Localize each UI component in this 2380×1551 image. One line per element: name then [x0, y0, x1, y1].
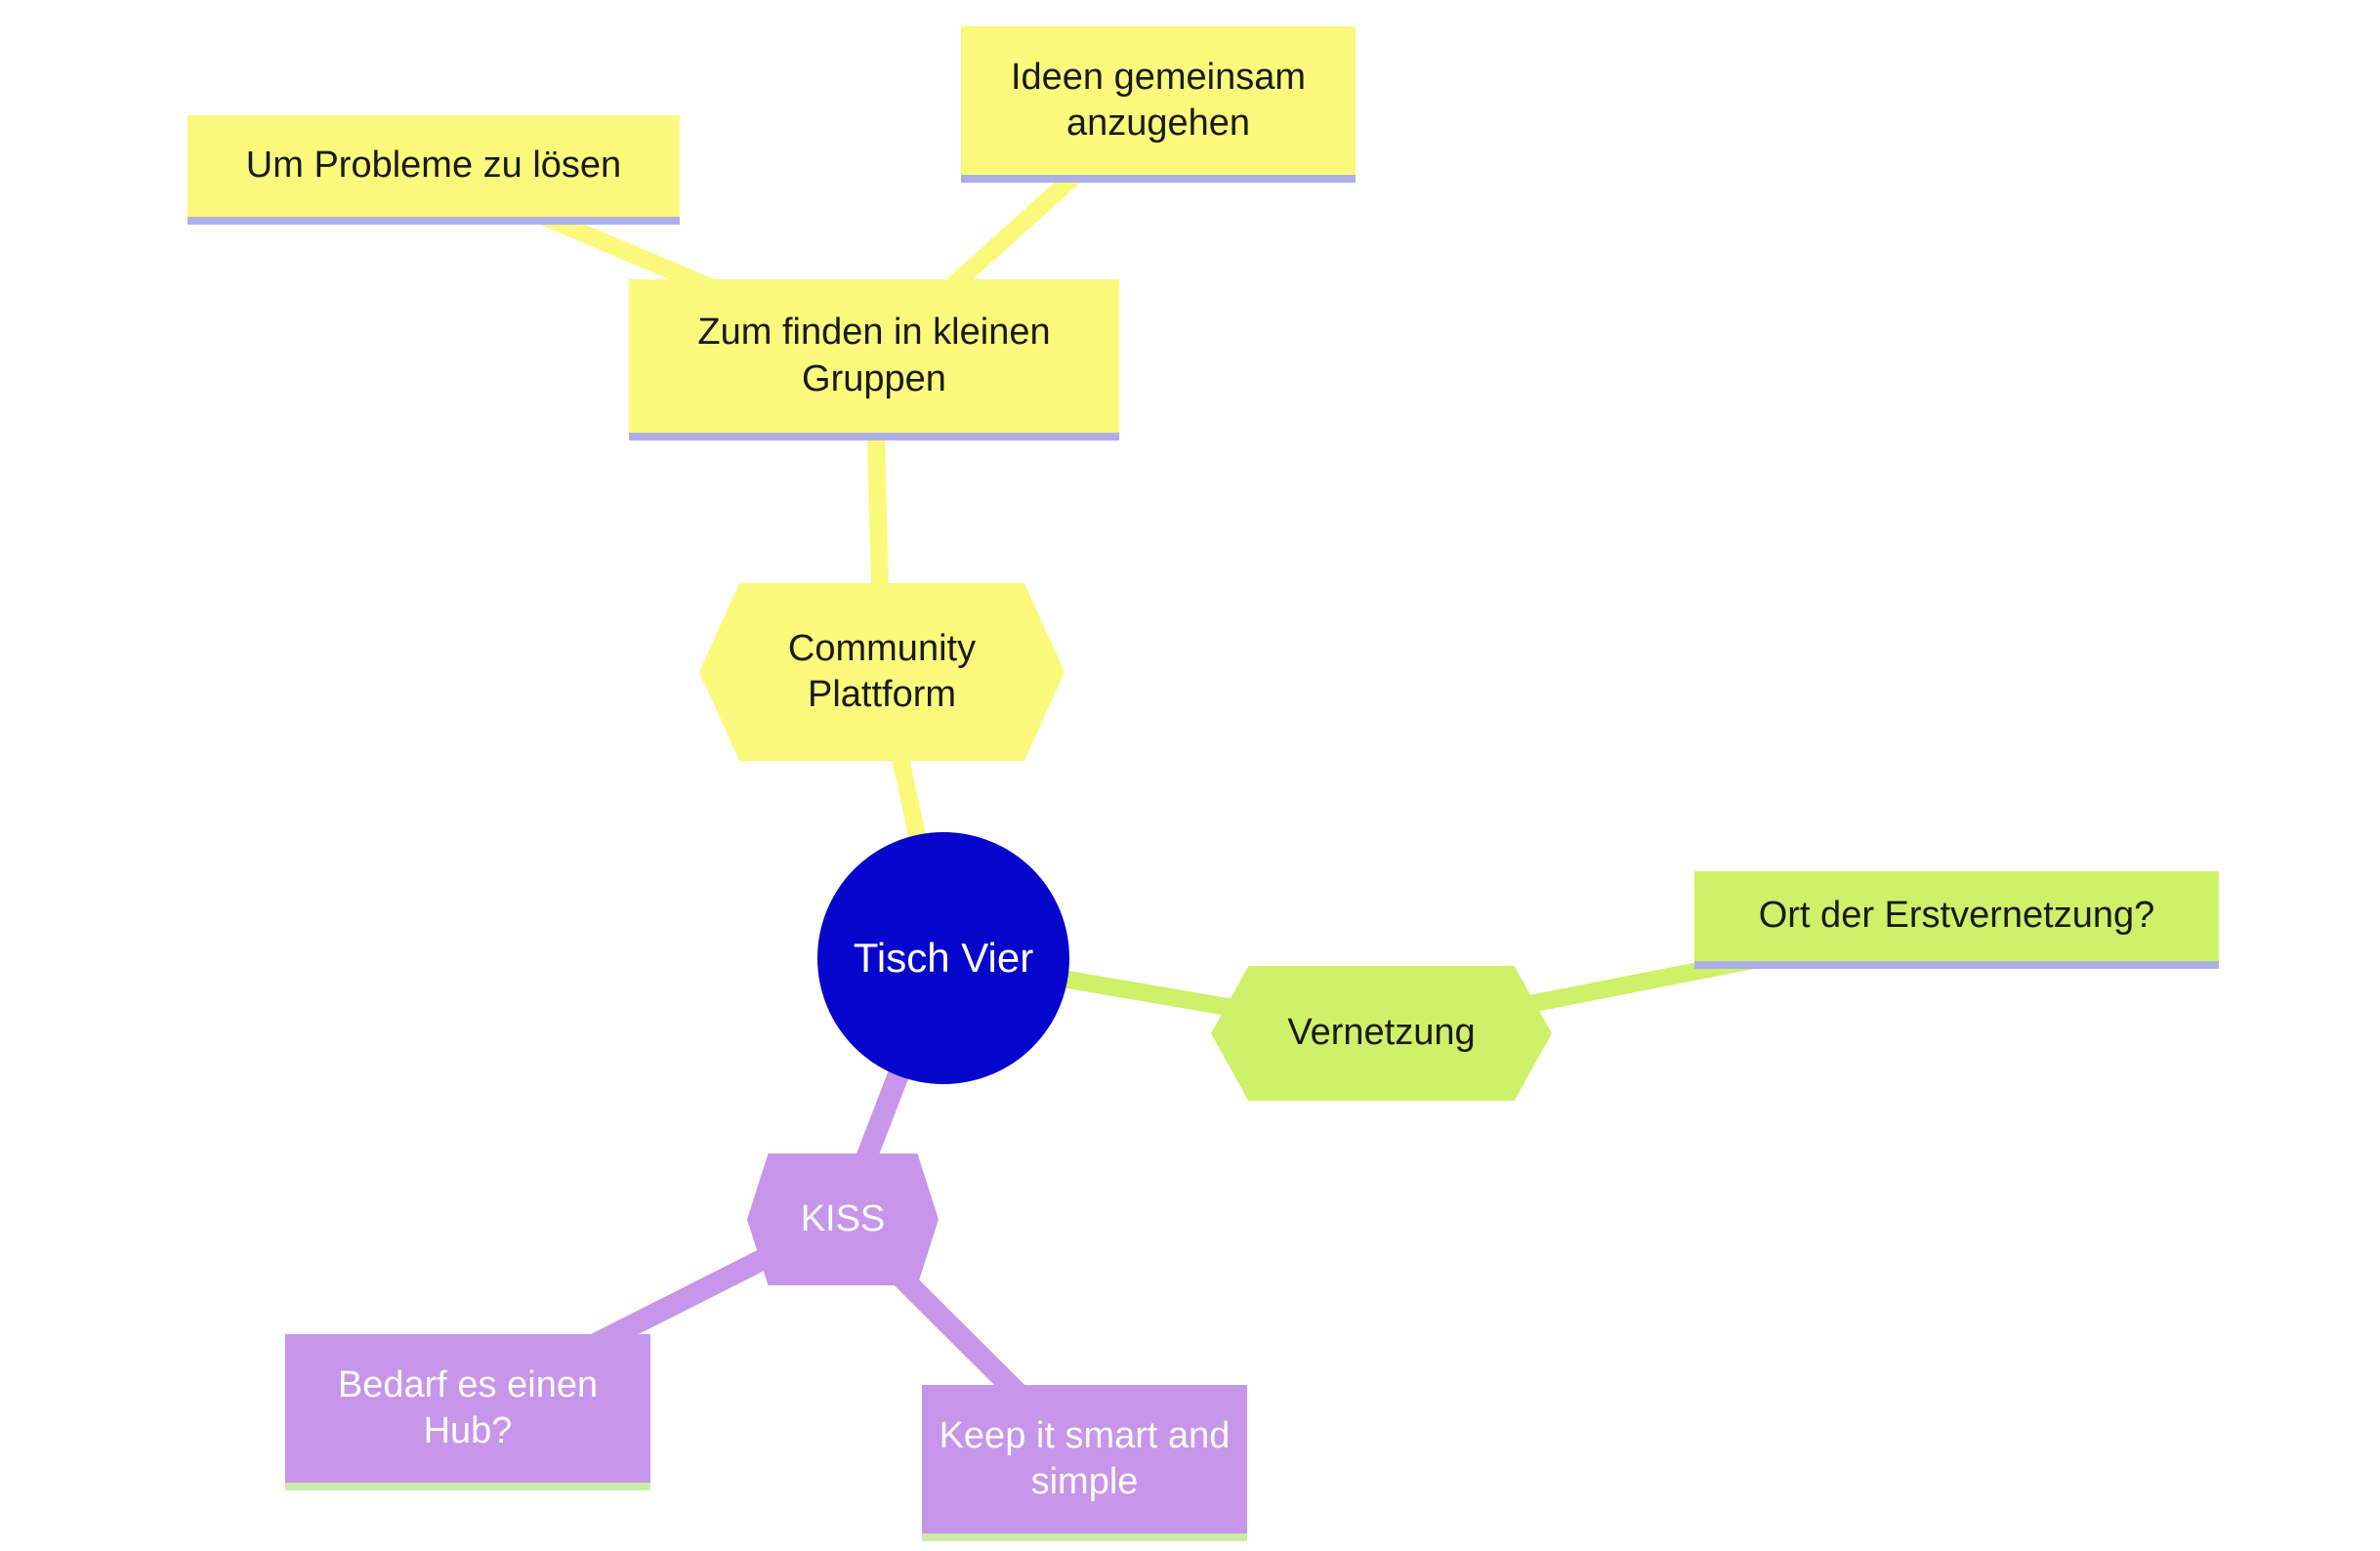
node-label: Um Probleme zu lösen [245, 145, 622, 187]
node-vernetzung[interactable]: Vernetzung [1211, 966, 1552, 1101]
node-label: Tisch Vier [853, 934, 1034, 981]
node-community-plattform[interactable]: Community Plattform [699, 583, 1065, 761]
node-ort-der-erstvernetzung[interactable]: Ort der Erstvernetzung? [1694, 871, 2219, 969]
node-label: Zum finden in kleinen Gruppen [697, 312, 1051, 399]
node-label: Community Plattform [787, 627, 977, 716]
node-keep-it-smart-and-simple[interactable]: Keep it smart and simple [922, 1385, 1247, 1541]
node-kiss[interactable]: KISS [747, 1153, 939, 1285]
node-um-probleme-zu-loesen[interactable]: Um Probleme zu lösen [188, 115, 680, 225]
node-label: Vernetzung [1287, 1012, 1476, 1054]
node-label: Bedarf es einen Hub? [337, 1363, 599, 1452]
root-node-tisch-vier[interactable]: Tisch Vier [817, 832, 1069, 1084]
node-label: KISS [800, 1197, 886, 1239]
node-label: Keep it smart and simple [939, 1414, 1231, 1503]
node-ideen-gemeinsam-anzugehen[interactable]: Ideen gemeinsam anzugehen [961, 26, 1356, 183]
node-bedarf-es-einen-hub[interactable]: Bedarf es einen Hub? [285, 1334, 650, 1490]
node-label: Ideen gemeinsam anzugehen [1010, 56, 1307, 145]
node-label: Ort der Erstvernetzung? [1758, 895, 2155, 937]
node-zum-finden-in-kleinen-gruppen[interactable]: Zum finden in kleinen Gruppen [629, 279, 1119, 440]
